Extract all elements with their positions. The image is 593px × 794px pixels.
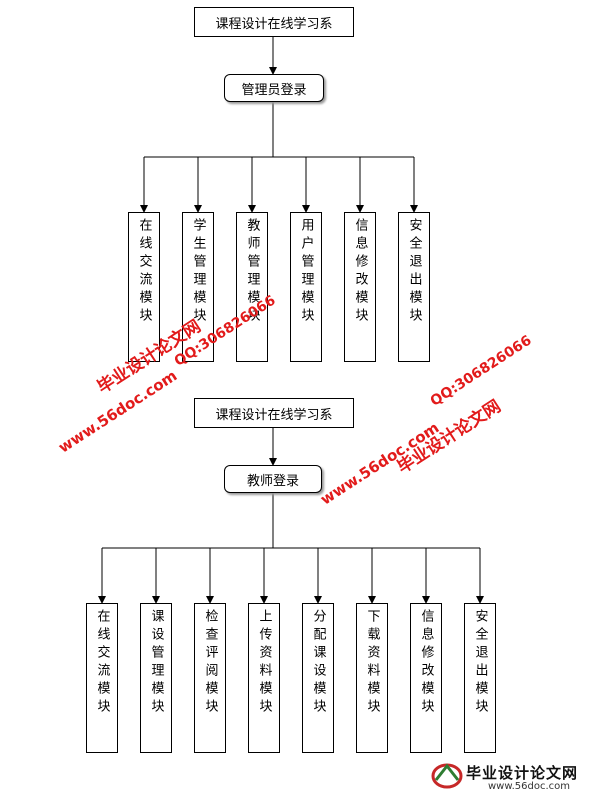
admin-module-label: 用户管理模块	[298, 218, 314, 326]
admin-module-box: 信息修改模块	[344, 212, 376, 362]
admin-module-box: 教师管理模块	[236, 212, 268, 362]
admin-module-label: 学生管理模块	[190, 218, 206, 326]
teacher-module-box: 课设管理模块	[140, 603, 172, 753]
teacher-module-label: 安全退出模块	[472, 609, 488, 717]
teacher-module-label: 检查评阅模块	[202, 609, 218, 717]
admin-module-label: 教师管理模块	[244, 218, 260, 326]
admin-login-box: 管理员登录	[224, 74, 324, 102]
teacher-module-box: 在线交流模块	[86, 603, 118, 753]
teacher-module-label: 在线交流模块	[94, 609, 110, 717]
admin-module-label: 在线交流模块	[136, 218, 152, 326]
teacher-module-label: 分配课设模块	[310, 609, 326, 717]
footer-logo: 毕业设计论文网 www.56doc.com	[430, 760, 590, 792]
admin-module-box: 用户管理模块	[290, 212, 322, 362]
admin-module-box: 安全退出模块	[398, 212, 430, 362]
admin-module-box: 学生管理模块	[182, 212, 214, 362]
admin-module-box: 在线交流模块	[128, 212, 160, 362]
logo-mark-icon	[431, 763, 463, 789]
footer-logo-url: www.56doc.com	[488, 781, 571, 792]
teacher-login-box: 教师登录	[224, 465, 322, 493]
system-title-box-2: 课程设计在线学习系	[194, 398, 354, 428]
teacher-module-box: 安全退出模块	[464, 603, 496, 753]
teacher-module-box: 上传资料模块	[248, 603, 280, 753]
admin-module-label: 信息修改模块	[352, 218, 368, 326]
teacher-module-label: 上传资料模块	[256, 609, 272, 717]
system-title-box-1: 课程设计在线学习系	[194, 7, 354, 37]
footer-logo-title: 毕业设计论文网	[466, 764, 579, 782]
teacher-module-label: 信息修改模块	[418, 609, 434, 717]
teacher-module-label: 课设管理模块	[148, 609, 164, 717]
teacher-module-box: 分配课设模块	[302, 603, 334, 753]
admin-module-label: 安全退出模块	[406, 218, 422, 326]
teacher-module-box: 信息修改模块	[410, 603, 442, 753]
teacher-module-label: 下载资料模块	[364, 609, 380, 717]
teacher-module-box: 检查评阅模块	[194, 603, 226, 753]
teacher-module-box: 下载资料模块	[356, 603, 388, 753]
